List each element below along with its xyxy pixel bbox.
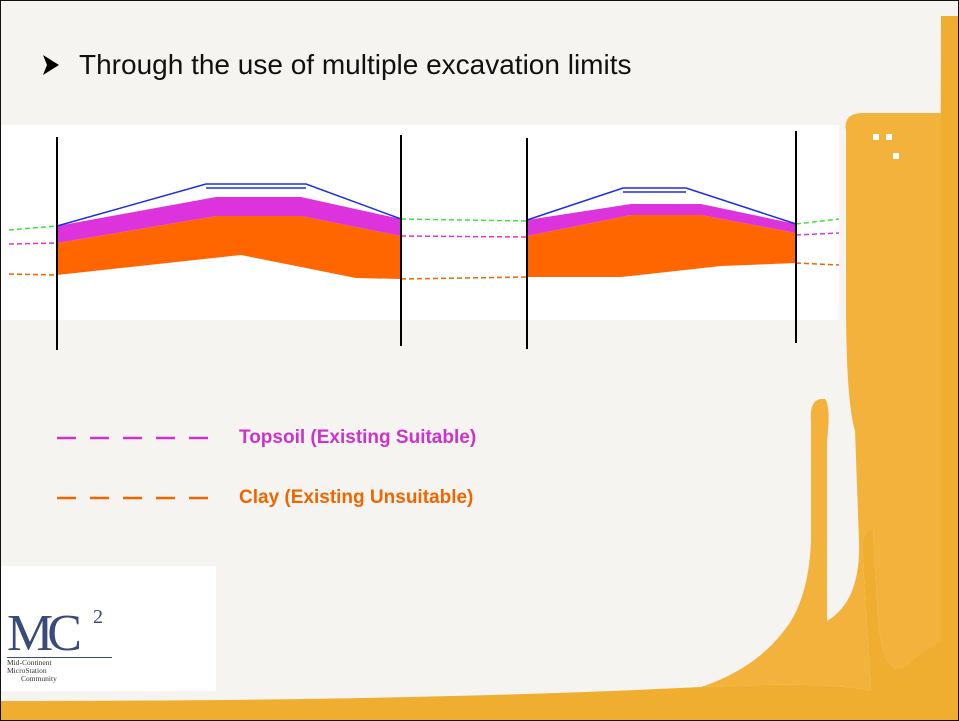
logo-divider: [7, 657, 112, 658]
legend-item-clay: Clay (Existing Unsuitable): [57, 487, 473, 509]
dashed-line-icon: [57, 436, 209, 440]
legend-label: Clay (Existing Unsuitable): [239, 487, 474, 508]
decorative-dot: [893, 153, 899, 159]
slide-title-text: Through the use of multiple excavation l…: [79, 49, 632, 80]
logo-line-2: MicroStation: [7, 666, 47, 675]
existing-ground-line: [8, 218, 840, 231]
slide-title: Through the use of multiple excavation l…: [43, 49, 632, 81]
clay-layer-right: [527, 215, 796, 277]
finished-grade-right: [526, 187, 797, 225]
logo-mark: MC: [7, 605, 82, 662]
topsoil-layer-right: [527, 204, 796, 236]
decorative-orange-figure: [701, 113, 941, 691]
dashed-line-icon: [57, 496, 209, 500]
topsoil-layer-left: [57, 197, 401, 243]
logo-line-3: Community: [21, 674, 57, 683]
legend-item-topsoil: Topsoil (Existing Suitable): [57, 427, 476, 449]
excavation-limit-lines: [56, 131, 797, 350]
logo-superscript: 2: [93, 606, 103, 628]
mc2-logo: MC 2 Mid-Continent MicroStation Communit…: [1, 566, 216, 691]
logo-line-1: Mid-Continent: [7, 658, 52, 667]
clay-bottom-line: [8, 262, 840, 280]
arrow-bullet-icon: [43, 55, 59, 75]
legend-label: Topsoil (Existing Suitable): [239, 427, 477, 448]
decorative-dot: [873, 134, 879, 140]
finished-grade-left: [56, 183, 402, 227]
topsoil-bottom-line: [8, 232, 840, 245]
logo-text: Mid-Continent MicroStation Community: [7, 659, 57, 683]
clay-layer-left: [57, 216, 401, 279]
decorative-dot: [886, 134, 892, 140]
